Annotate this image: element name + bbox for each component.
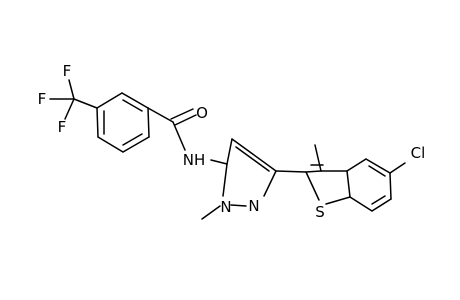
bond-fused-benzene-inner [368,165,386,177]
bond-pyrazole-inner [235,146,270,172]
atom-labels: F F F O NH N N S Cl [38,62,426,221]
bond-ring-carbonyl [147,107,174,123]
bond-benzene [122,136,150,153]
bond-pyrazole [226,138,233,165]
bond-ring-methyl [314,144,322,172]
fluorine-label-bottom: F [58,118,67,136]
bond-fused-benzene-inner [371,195,386,205]
pyrazole-n1-label: N [220,198,231,216]
bond-thiophene [305,171,320,201]
bond-nh-c5 [210,159,228,165]
bond-c-f-top [68,79,75,100]
bond-fused-benzene [371,198,392,212]
bond-benzene [96,107,99,138]
bond-cf3-ring [73,98,98,109]
bond-c-cl [389,162,406,174]
chlorine-label: Cl [411,144,426,162]
bond-n1-c5 [222,163,228,197]
bond-fused-benzene [389,172,392,200]
amide-nh-label: NH [183,151,206,169]
bonds [49,79,406,220]
bond-fused-benzene [365,158,391,174]
bond-c-o-double [170,108,194,120]
bond-n-n [230,204,247,207]
bond-c-n-amide [172,121,186,151]
bond-thiophene [346,170,351,198]
bond-benzene [121,92,149,109]
bond-thiophene [325,196,351,205]
oxygen-label: O [196,104,208,122]
bond-pyrazole [263,170,277,197]
bond-fused-benzene [346,158,367,172]
fluorine-label-top: F [63,62,72,80]
fluorine-label-left: F [38,90,47,108]
bond-c-o-double [174,114,197,126]
bond-pyrazole [231,138,277,172]
bond-benzene [96,92,123,109]
bond-benzene [147,107,150,138]
bond-benzene [97,136,124,153]
bond-fused-benzene [349,196,373,212]
bond-c-f-bottom [64,98,75,120]
bond-benzene-inner [122,99,143,112]
bond-pyrazole-thiophene [275,170,307,173]
pyrazole-n2-label: N [248,197,259,215]
bond-benzene-inner [122,133,143,146]
sulfur-label: S [315,203,325,221]
bond-n-methyl [201,205,221,220]
bond-thiophene [305,170,322,173]
